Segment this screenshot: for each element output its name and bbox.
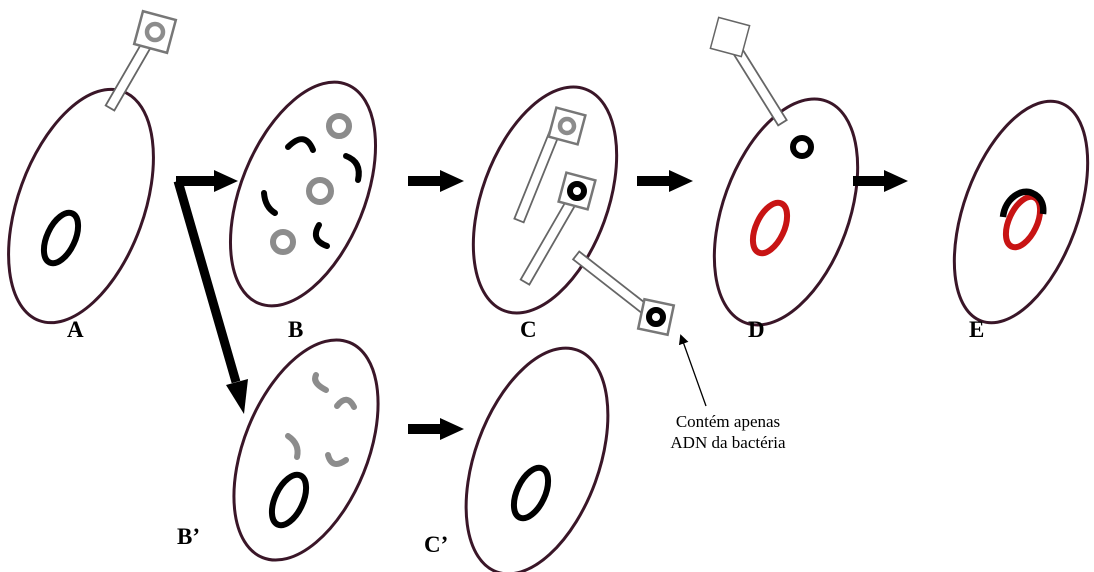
arrow-c-to-d xyxy=(637,170,693,192)
bacterial-dna-c-prime xyxy=(507,463,555,524)
panel-label-e: E xyxy=(969,318,984,341)
panel-a xyxy=(0,11,182,342)
annotation-pointer-arrow xyxy=(681,336,706,406)
phage-fragment-b-prime-2 xyxy=(337,400,354,407)
phage-fragment-b-prime-3 xyxy=(288,436,298,457)
bacterial-dna-a xyxy=(37,208,85,269)
phage-d xyxy=(710,17,786,125)
panel-c xyxy=(445,68,673,335)
annotation-line-1: Contém apenas xyxy=(628,411,828,432)
protein-fragment-b-4 xyxy=(316,225,327,246)
arrow-a-to-b xyxy=(176,170,238,192)
phage-dna-d xyxy=(793,138,811,156)
phage-a-head xyxy=(134,11,176,53)
phage-fragment-b-prime-1 xyxy=(315,375,326,390)
cell-c-prime-outline xyxy=(438,329,635,572)
phage-c-1-tail xyxy=(514,130,559,223)
protein-fragment-b-3 xyxy=(264,193,275,213)
panel-b xyxy=(201,61,404,326)
phage-a-tail xyxy=(106,38,154,111)
phage-c-1-head xyxy=(549,108,586,145)
panel-label-d: D xyxy=(748,318,765,341)
phage-c-3-dna xyxy=(649,310,663,324)
arrow-b-prime-to-c-prime xyxy=(408,418,464,440)
panel-label-b-prime: B’ xyxy=(177,525,200,548)
panel-b-prime xyxy=(205,319,407,572)
panel-e xyxy=(928,84,1094,341)
cell-b-outline xyxy=(201,61,404,326)
panel-c-prime xyxy=(438,329,635,572)
phage-c-2-dna xyxy=(570,184,584,198)
phage-dna-b-3 xyxy=(273,232,293,252)
phage-fragment-b-prime-4 xyxy=(328,455,346,464)
cell-b-prime-outline xyxy=(205,319,407,572)
phage-c-2-tail xyxy=(521,200,576,285)
protein-fragment-b-2 xyxy=(346,156,359,180)
protein-fragment-b-1 xyxy=(288,139,313,150)
phage-c-3 xyxy=(573,252,674,335)
cell-a-outline xyxy=(0,70,182,342)
phage-a xyxy=(106,11,176,110)
annotation-line-2: ADN da bactéria xyxy=(628,432,828,453)
arrow-d-to-e xyxy=(853,170,908,192)
panel-label-c-prime: C’ xyxy=(424,533,448,556)
arrow-a-to-b-prime xyxy=(178,181,248,414)
panel-label-b: B xyxy=(288,318,303,341)
bacterial-dna-d xyxy=(746,198,794,259)
phage-dna-b-2 xyxy=(309,180,331,202)
panel-label-c: C xyxy=(520,318,537,341)
bacterial-dna-b-prime xyxy=(265,470,313,531)
annotation-text: Contém apenas ADN da bactéria xyxy=(628,411,828,453)
phage-dna-b-1 xyxy=(329,116,349,136)
arrow-b-to-c xyxy=(408,170,464,192)
panel-label-a: A xyxy=(67,318,84,341)
